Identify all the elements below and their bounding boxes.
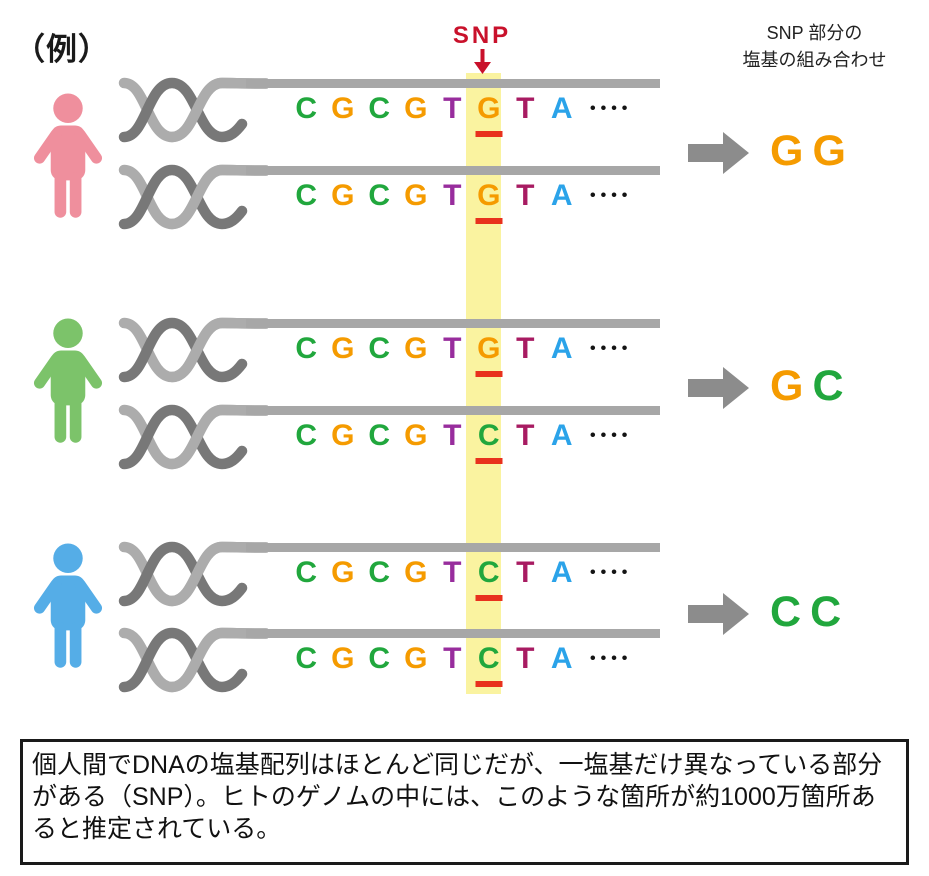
person-icon-pink	[30, 93, 106, 221]
result-arrow-icon	[688, 367, 749, 409]
genotype-result: CC	[770, 588, 851, 636]
dna-strand-line	[246, 629, 660, 638]
result-arrow-icon	[688, 593, 749, 635]
person-icon-green	[30, 318, 106, 446]
example-label: （例）	[14, 32, 110, 67]
combination-header: SNP 部分の 塩基の組み合わせ	[712, 20, 917, 74]
person-icon-blue	[30, 543, 106, 671]
caption-box: 個人間でDNAの塩基配列はほとんど同じだが、一塩基だけ異なっている部分がある（S…	[20, 739, 909, 865]
caption-text: 個人間でDNAの塩基配列はほとんど同じだが、一塩基だけ異なっている部分がある（S…	[32, 751, 883, 843]
dna-strand-line	[246, 166, 660, 175]
genotype-result: GG	[770, 127, 855, 175]
result-arrow-icon	[688, 132, 749, 174]
dna-strand-line	[246, 319, 660, 328]
dna-strand-line	[246, 543, 660, 552]
dna-strand-line	[246, 79, 660, 88]
combination-header-line1: SNP 部分の	[766, 23, 863, 43]
genotype-result: GC	[770, 362, 853, 410]
snp-label: SNP	[452, 22, 512, 49]
dna-strand-line	[246, 406, 660, 415]
combination-header-line2: 塩基の組み合わせ	[742, 50, 887, 70]
snp-highlight-band	[466, 73, 501, 694]
